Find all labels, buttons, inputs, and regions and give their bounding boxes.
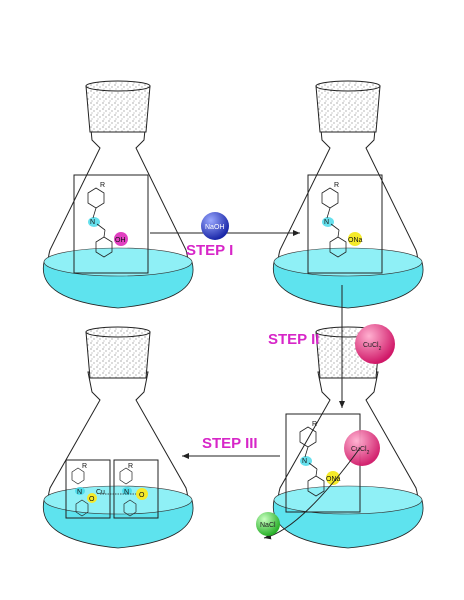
flask-bottom-right: R N ONa (272, 326, 424, 549)
ground-glass-joint (85, 85, 151, 133)
top-ring (87, 187, 105, 209)
imine-bond (96, 223, 106, 231)
r-label: R (334, 182, 339, 189)
ona-highlight (348, 232, 362, 246)
cucl2-label-step2: CuCl2 (363, 342, 382, 352)
liquid-surface (43, 247, 193, 277)
naoh-ball (201, 212, 229, 240)
oh-label: OH (115, 237, 126, 244)
copper-complex-a: R N O Cu (71, 463, 105, 517)
molecule-box-2 (113, 459, 159, 519)
nacl-ball (256, 512, 280, 536)
n-highlight (75, 487, 85, 495)
step3-label: STEP III (202, 435, 258, 452)
bond (103, 229, 106, 238)
n-label: N (90, 219, 95, 226)
flask-bottom-left: R N O Cu R N O (42, 326, 194, 549)
r-label: R (100, 182, 105, 189)
ground-glass-joint (85, 331, 151, 379)
nacl-label: NaCl (260, 522, 276, 529)
ring (123, 499, 137, 517)
cu-label: Cu (96, 489, 105, 496)
r-label: R (82, 463, 87, 470)
bond (315, 468, 318, 477)
oh-highlight (114, 232, 128, 246)
flask-mouth (85, 326, 151, 338)
imine-phenol-molecule: R N OH (87, 182, 128, 258)
bond (326, 207, 331, 219)
n-label: N (77, 489, 82, 496)
ring (119, 467, 133, 485)
bond (337, 229, 340, 238)
molecule-box (307, 174, 383, 274)
imine-phenoxide-molecule: R N ONa (321, 182, 363, 258)
o-highlight (136, 488, 148, 500)
copper-complex-b: R N O (100, 463, 148, 517)
liquid-surface (273, 485, 423, 515)
bond (92, 207, 97, 219)
flask-mouth (315, 80, 381, 92)
cucl2-ball-step2 (355, 324, 395, 364)
imine-phenoxide-molecule: R N ONa (299, 421, 341, 497)
ring (75, 499, 89, 517)
bond (304, 446, 309, 458)
o-label: O (139, 492, 145, 499)
cucl2-subscript: 2 (379, 346, 382, 352)
n-label: N (124, 489, 129, 496)
o-highlight (87, 493, 97, 503)
imine-bond (308, 462, 318, 470)
r-label: R (128, 463, 133, 470)
top-ring (299, 426, 317, 448)
molecule-box-1 (65, 459, 111, 519)
top-ring (321, 187, 339, 209)
cucl2-text: CuCl (363, 342, 379, 349)
r-label: R (312, 421, 317, 428)
flask-mouth (85, 80, 151, 92)
n-label: N (324, 219, 329, 226)
step2-label: STEP II (268, 331, 319, 348)
imine-bond (330, 223, 340, 231)
molecule-box (73, 174, 149, 274)
ona-highlight (326, 471, 340, 485)
liquid-surface (273, 247, 423, 277)
ring (71, 467, 85, 485)
cucl2-subscript: 2 (367, 450, 370, 456)
o-label: O (89, 496, 95, 503)
flask-top-left: R N OH (42, 80, 194, 309)
n-highlight (122, 487, 132, 495)
n-label: N (302, 458, 307, 465)
ona-label: ONa (326, 476, 341, 483)
exchange-curve (263, 447, 361, 540)
naoh-label: NaOH (205, 224, 224, 231)
ground-glass-joint (315, 85, 381, 133)
flask-top-right: R N ONa (272, 80, 424, 309)
ona-label: ONa (348, 237, 363, 244)
step1-label: STEP I (186, 242, 233, 259)
